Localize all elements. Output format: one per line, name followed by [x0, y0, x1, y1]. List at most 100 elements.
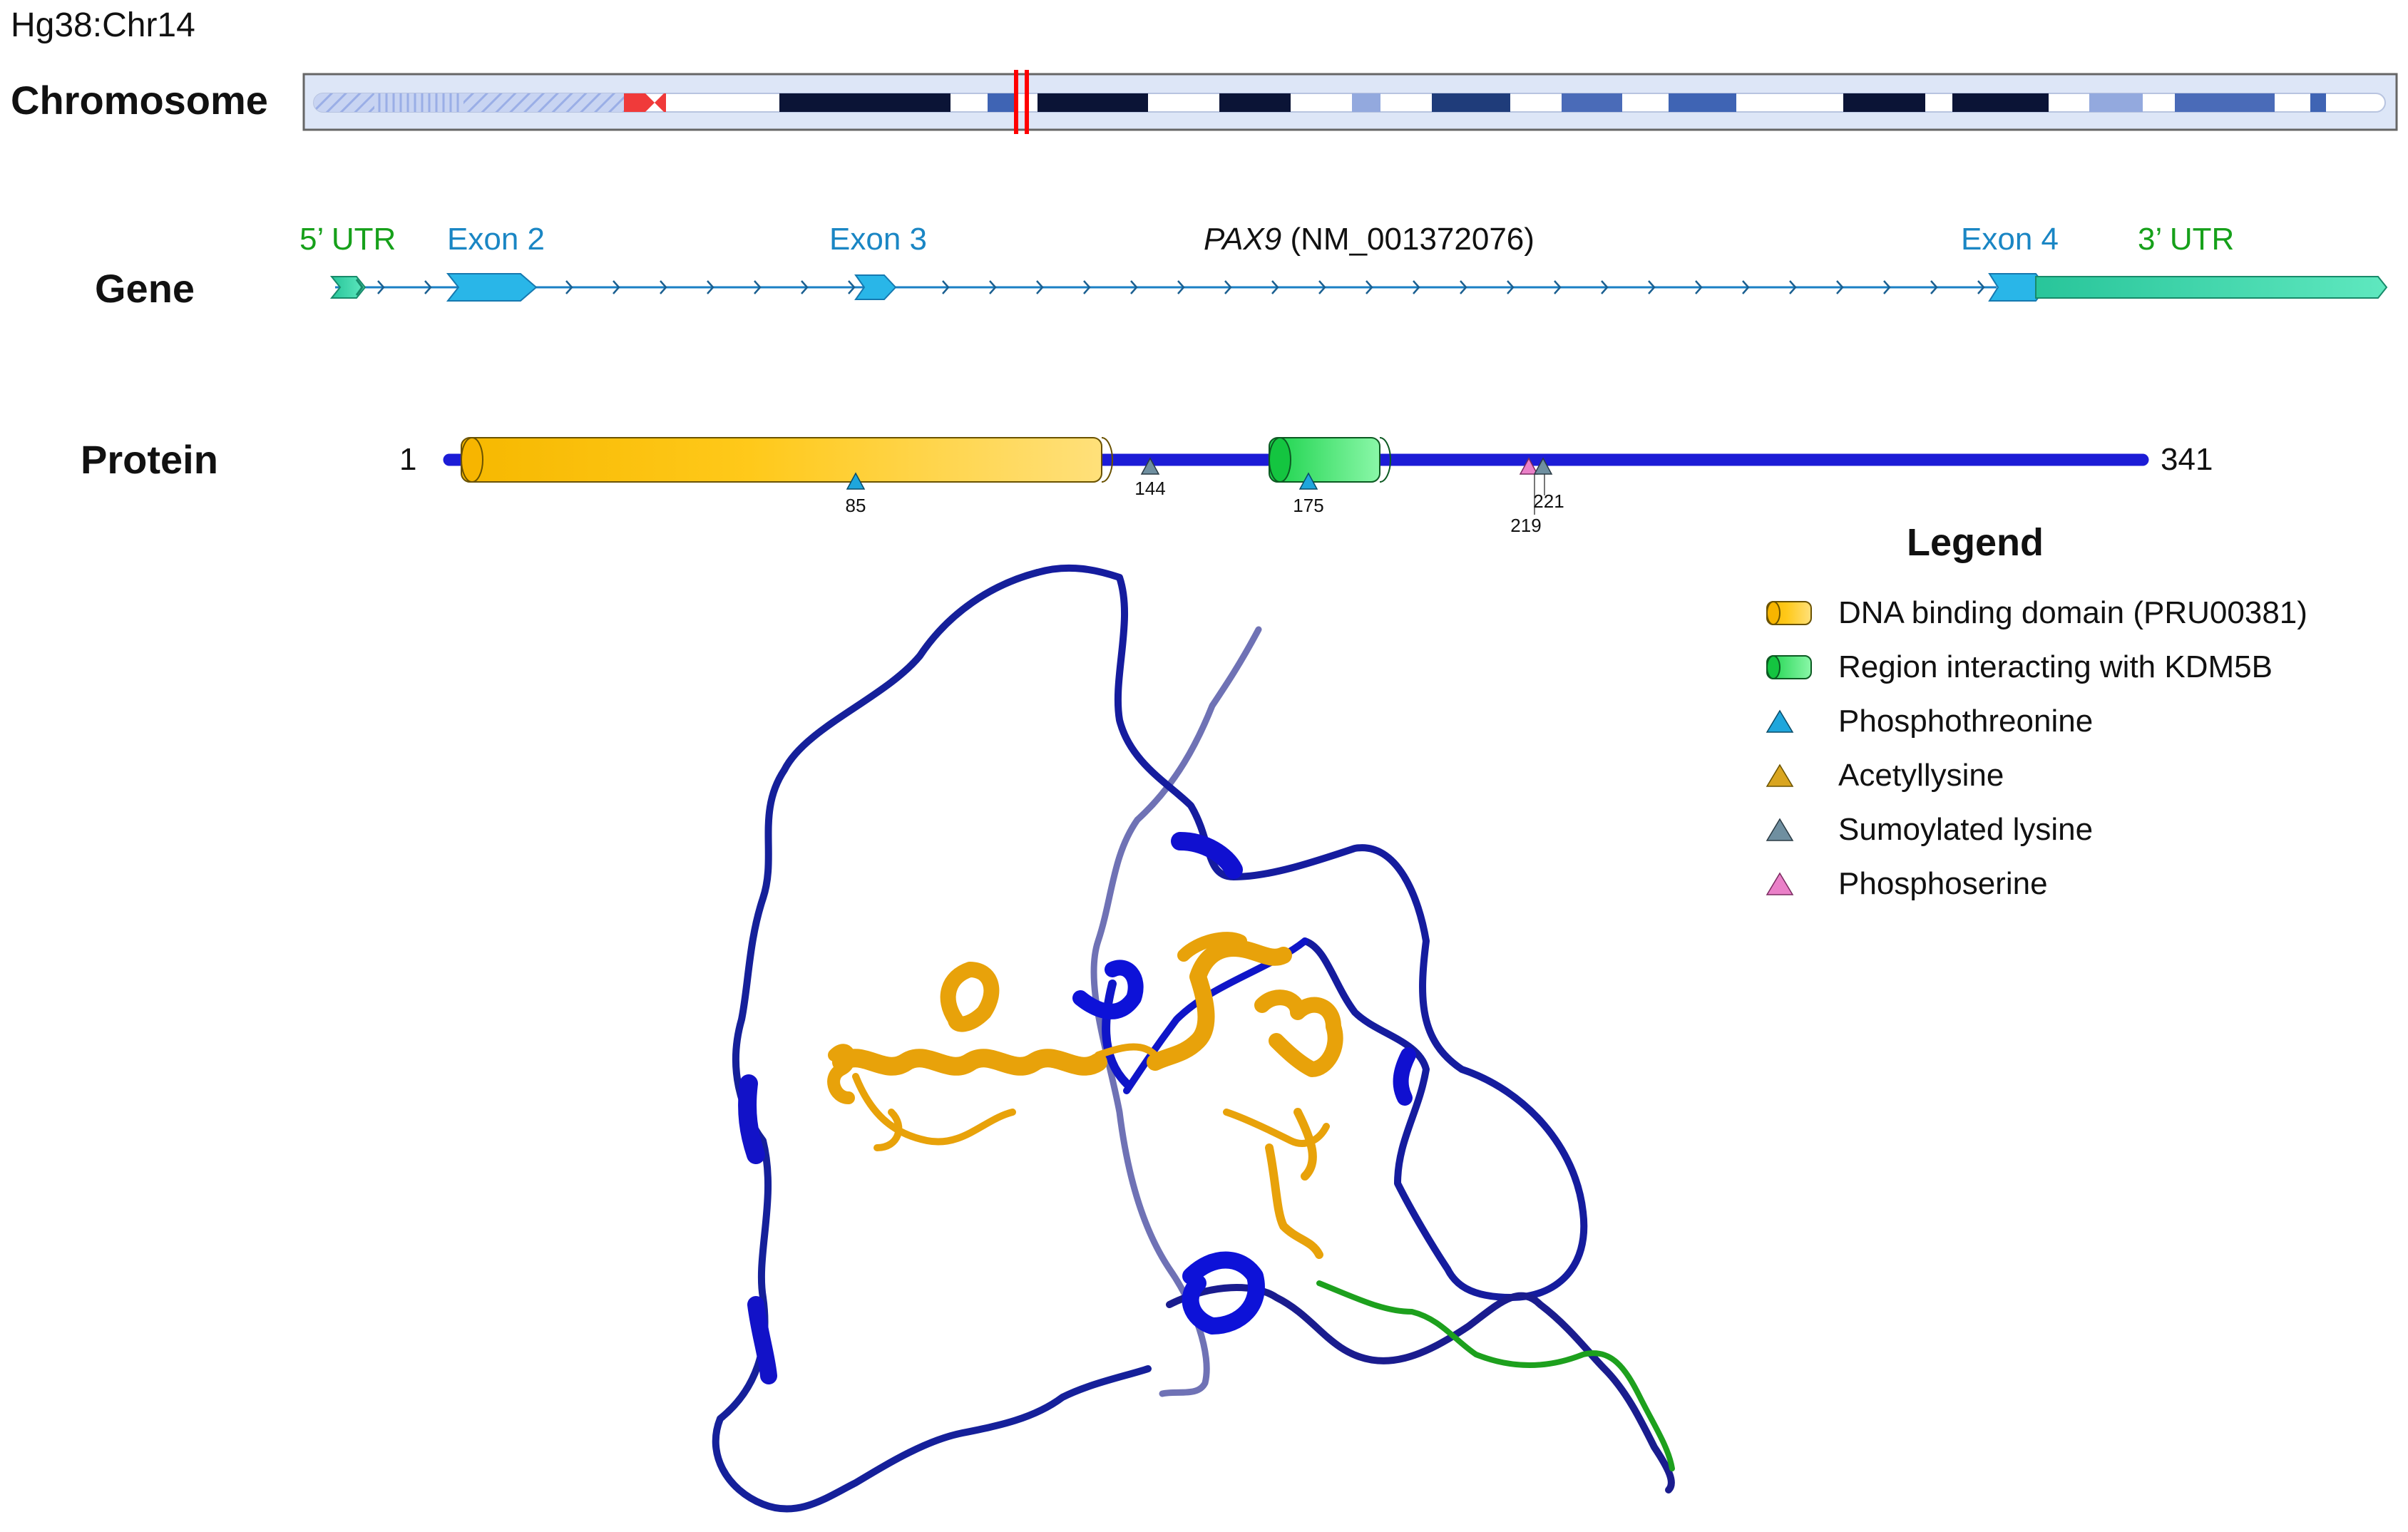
intron-chevron — [424, 280, 432, 294]
legend-item-sumoylated-lysine: Sumoylated lysine — [1754, 803, 2396, 857]
site-175-marker — [1298, 472, 1318, 490]
legend-item-phosphoserine: Phosphoserine — [1754, 857, 2396, 911]
band-q36 — [2175, 93, 2275, 112]
band-p13 — [314, 93, 381, 112]
legend-item-kdm5b: Region interacting with KDM5B — [1754, 640, 2396, 694]
intron-chevron — [377, 280, 385, 294]
kdm5b-region-coil — [1316, 1280, 1675, 1471]
site-144-marker — [1140, 457, 1160, 475]
yellow-cylinder-icon — [1766, 600, 1830, 627]
band-q24 — [1432, 93, 1510, 112]
legend-title: Legend — [1906, 521, 2044, 564]
band-p11 — [463, 93, 624, 112]
protein-3d-structure — [712, 564, 1675, 1513]
band-q33 — [1843, 93, 1925, 112]
exon4-block — [1988, 273, 2048, 302]
gene-symbol: PAX9 — [1204, 222, 1282, 257]
band-p12 — [374, 93, 463, 112]
pax9-locus-marker-2 — [1025, 70, 1029, 134]
utr5-label: 5’ UTR — [299, 222, 396, 257]
intron-chevron — [1318, 280, 1326, 294]
intron-chevron — [754, 280, 762, 294]
exon3-block — [854, 274, 897, 300]
utr3-block — [2035, 276, 2388, 299]
legend-item-phosphothreonine: Phosphothreonine — [1754, 694, 2396, 749]
site-85-marker — [846, 472, 866, 490]
triangle-icon — [1766, 763, 1830, 788]
centromere — [624, 93, 666, 112]
intron-chevron — [1177, 280, 1185, 294]
gene-model — [329, 273, 2388, 302]
triangle-icon — [1766, 709, 1830, 734]
site-219-label: 219 — [1510, 515, 1542, 536]
protein-end-label: 341 — [2161, 442, 2213, 477]
band-q21 — [1038, 93, 1148, 112]
disordered-coil-1 — [1034, 564, 1588, 1301]
intron-chevron — [1083, 280, 1091, 294]
exon2-block — [446, 273, 538, 302]
protein-start-label: 1 — [399, 442, 417, 477]
exon4-label: Exon 4 — [1961, 222, 2059, 257]
utr5-block — [329, 276, 367, 299]
intron-chevron — [1742, 280, 1750, 294]
intron-chevron — [942, 280, 950, 294]
intron-chevron — [1601, 280, 1609, 294]
gene-accession: (NM_001372076) — [1290, 222, 1535, 257]
band-q22 — [1219, 93, 1291, 112]
exon3-label: Exon 3 — [829, 222, 927, 257]
band-q12 — [779, 93, 951, 112]
intron-chevron — [1883, 280, 1891, 294]
dna-binding-domain — [461, 437, 1102, 483]
legend: Legend DNA binding domain (PRU00381) Reg… — [1754, 520, 2396, 911]
intron-chevron — [1648, 280, 1656, 294]
intron-chevron — [1366, 280, 1373, 294]
band-q37 — [2310, 93, 2326, 112]
chromosome-ideogram — [302, 70, 2398, 134]
band-q35 — [2089, 93, 2143, 112]
intron-chevron — [1036, 280, 1044, 294]
site-175-label: 175 — [1293, 495, 1324, 516]
exon2-label: Exon 2 — [447, 222, 545, 257]
site-221-label: 221 — [1533, 490, 1564, 512]
intron-chevron — [1554, 280, 1562, 294]
band-q31 — [1562, 93, 1622, 112]
gene-title: PAX9 (NM_001372076) — [1204, 222, 1535, 257]
paired-box-helices — [827, 932, 1343, 1259]
legend-item-acetyllysine: Acetyllysine — [1754, 749, 2396, 803]
intron-chevron — [1695, 280, 1703, 294]
intron-chevron — [1271, 280, 1279, 294]
band-q23 — [1352, 93, 1380, 112]
band-q32 — [1669, 93, 1736, 112]
intron-chevron — [1930, 280, 1938, 294]
intron-chevron — [613, 280, 620, 294]
intron-chevron — [707, 280, 714, 294]
assembly-label: Hg38:Chr14 — [11, 6, 195, 44]
disordered-coil-2 — [712, 569, 1152, 1513]
protein-row-label: Protein — [81, 437, 218, 482]
intron-chevron — [1413, 280, 1420, 294]
intron-chevron — [848, 280, 856, 294]
gene-row-label: Gene — [95, 266, 195, 311]
green-cylinder-icon — [1766, 654, 1830, 681]
protein-track — [443, 437, 2149, 515]
chromosome-row-label: Chromosome — [11, 78, 268, 123]
intron-chevron — [1224, 280, 1232, 294]
intron-chevron — [801, 280, 809, 294]
site-219-marker — [1519, 457, 1539, 475]
legend-item-dna-binding: DNA binding domain (PRU00381) — [1754, 586, 2396, 640]
intron-chevron — [1789, 280, 1797, 294]
intron-chevron — [1507, 280, 1515, 294]
site-221-marker — [1533, 457, 1553, 475]
intron-direction-arrows — [377, 280, 1985, 294]
site-144-label: 144 — [1134, 478, 1166, 499]
intron-chevron — [1460, 280, 1467, 294]
triangle-icon — [1766, 817, 1830, 843]
pax9-locus-marker — [1014, 70, 1018, 134]
band-q34 — [1952, 93, 2049, 112]
intron-chevron — [1977, 280, 1985, 294]
utr3-label: 3’ UTR — [2138, 222, 2235, 257]
intron-chevron — [1130, 280, 1138, 294]
disordered-coil-3 — [1166, 1284, 1675, 1494]
